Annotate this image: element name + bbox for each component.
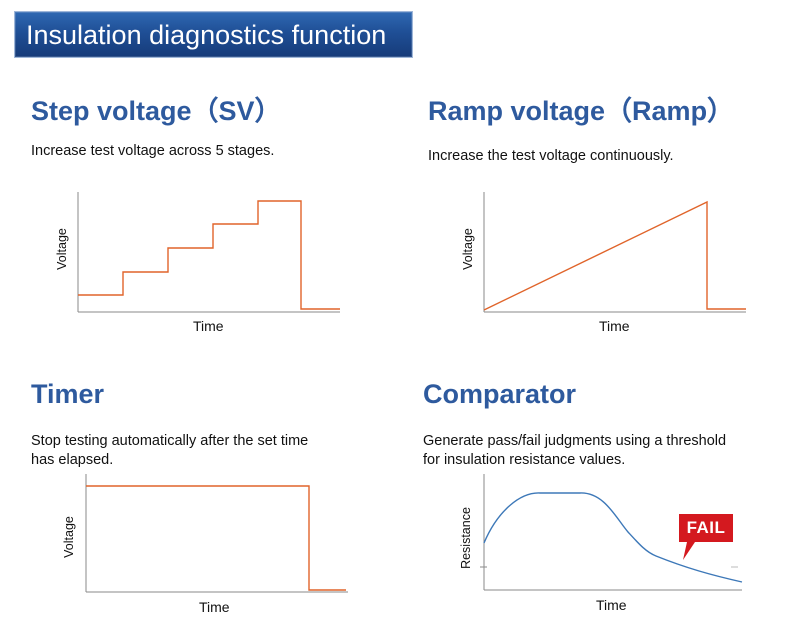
comparator-heading: Comparator (423, 379, 577, 409)
comparator-diagram (480, 474, 743, 591)
timer-heading: Timer (31, 379, 105, 409)
ramp-voltage-trace (483, 200, 746, 311)
step-voltage-diagram (77, 192, 340, 313)
ramp-voltage-diagram (483, 192, 746, 313)
comparator-description: Generate pass/fail judgments using a thr… (423, 432, 726, 470)
comparator-x-label: Time (596, 597, 627, 613)
title-banner: Insulation diagnostics function (14, 11, 413, 58)
ramp-voltage-y-label: Voltage (461, 228, 475, 270)
comparator-description-line1: Generate pass/fail judgments using a thr… (423, 433, 727, 449)
fail-label: FAIL (686, 518, 726, 537)
comparator-y-label: Resistance (459, 507, 473, 569)
ramp-voltage-x-label: Time (599, 318, 630, 334)
timer-description-line2: has elapsed. (31, 452, 114, 468)
resistance-curve (483, 492, 743, 583)
ramp-voltage-heading: Ramp voltage（Ramp） (428, 96, 735, 126)
ramp-voltage-description: Increase the test voltage continuously. (428, 148, 674, 164)
timer-x-label: Time (199, 599, 230, 615)
timer-description: Stop testing automatically after the set… (31, 432, 308, 470)
comparator-description-line2: for insulation resistance values. (423, 452, 626, 468)
step-voltage-description: Increase test voltage across 5 stages. (31, 143, 275, 159)
banner-title: Insulation diagnostics function (26, 20, 387, 50)
fail-badge: FAIL (679, 514, 733, 562)
timer-trace (86, 485, 346, 591)
step-voltage-x-label: Time (193, 318, 224, 334)
step-voltage-trace (78, 200, 340, 310)
fail-callout-shape (679, 514, 733, 560)
timer-y-label: Voltage (62, 516, 76, 558)
timer-diagram (85, 474, 348, 593)
timer-description-line1: Stop testing automatically after the set… (31, 433, 309, 449)
step-voltage-heading: Step voltage（SV） (31, 96, 282, 126)
step-voltage-y-label: Voltage (55, 228, 69, 270)
